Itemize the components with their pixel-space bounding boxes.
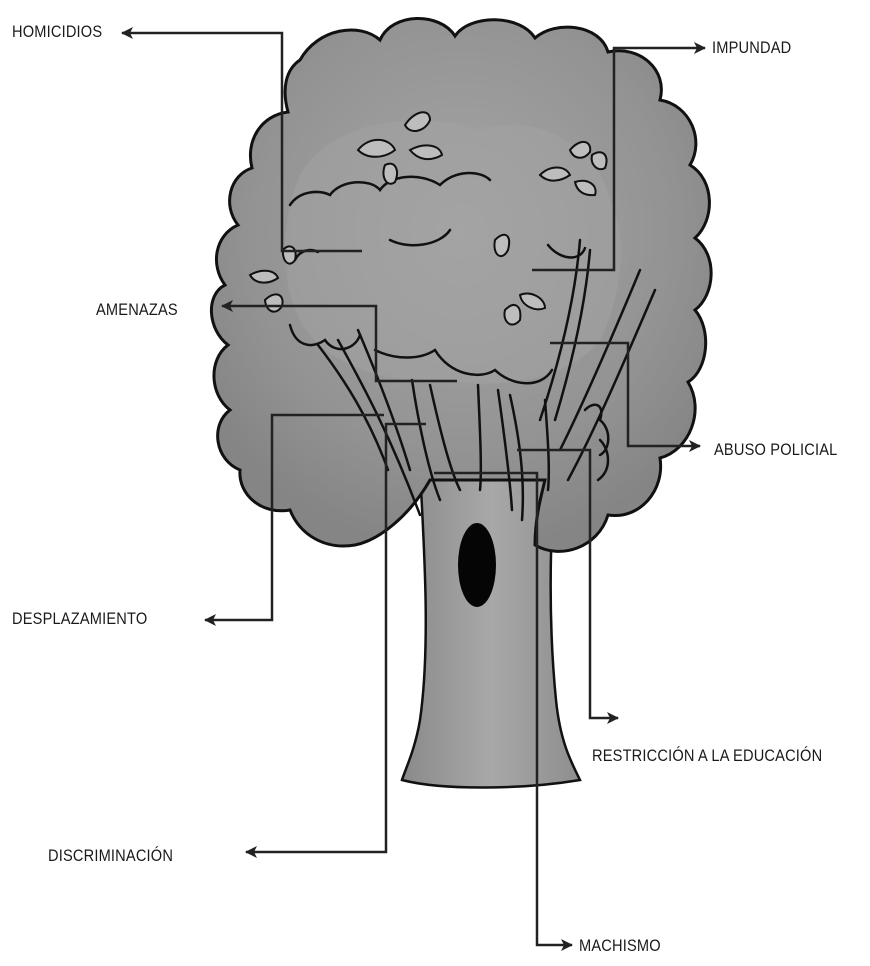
- label-restriccion: RESTRICCIÓN A LA EDUCACIÓN: [592, 746, 822, 766]
- label-desplazamiento: DESPLAZAMIENTO: [12, 609, 147, 629]
- label-abuso-policial: ABUSO POLICIAL: [714, 440, 837, 460]
- label-amenazas: AMENAZAS: [96, 300, 178, 320]
- label-machismo: MACHISMO: [579, 936, 661, 956]
- label-impunidad: IMPUNDAD: [712, 38, 791, 58]
- trunk-hollow: [458, 523, 496, 607]
- label-homicidios: HOMICIDIOS: [12, 22, 102, 42]
- label-discriminacion: DISCRIMINACIÓN: [48, 846, 173, 866]
